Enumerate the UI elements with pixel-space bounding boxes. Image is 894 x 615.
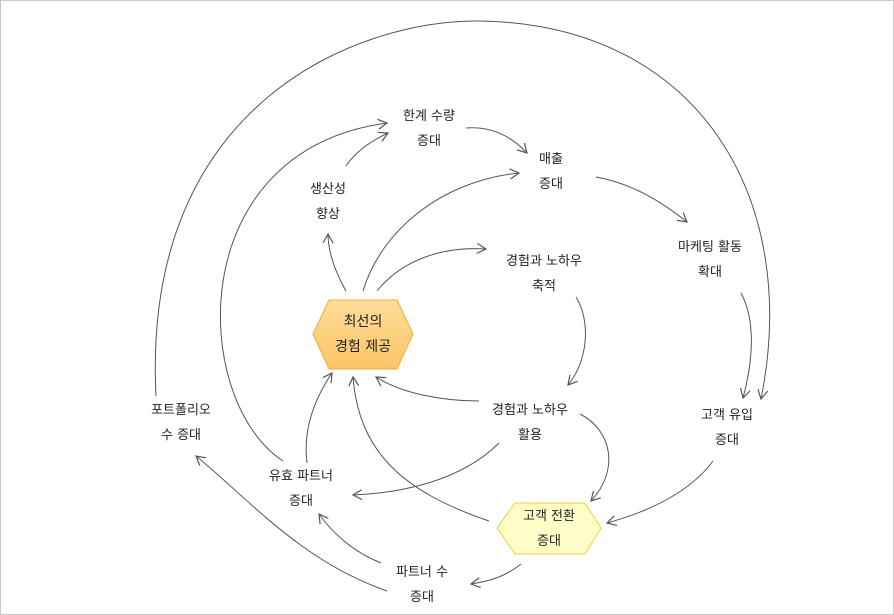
- node-line: 한계 수량: [403, 109, 455, 124]
- node-line: 향상: [316, 207, 340, 222]
- node-line: 증대: [410, 590, 434, 605]
- arrow-marketing-to-inflow: [739, 292, 752, 400]
- arrow-accum-to-use: [567, 296, 586, 386]
- arrow-partnercnt-to-portfolio: [195, 455, 388, 592]
- node-line: 수 증대: [160, 428, 201, 443]
- core-hexagon[interactable]: [312, 299, 414, 370]
- arrow-portfolio-to-inflow: [154, 20, 771, 401]
- arrow-limit-to-sales: [465, 127, 528, 154]
- node-line: 증대: [417, 134, 441, 149]
- node-line: 경험 제공: [335, 339, 391, 355]
- arrow-sales-to-marketing: [595, 176, 688, 223]
- node-line: 축적: [532, 279, 556, 294]
- node-line: 고객 유입: [701, 408, 753, 423]
- arrow-conversion-to-partnercnt: [469, 563, 522, 589]
- node-line: 활용: [518, 428, 542, 443]
- node-line: 경험과 노하우: [506, 254, 582, 269]
- arrow-core-to-productivity: [322, 232, 347, 292]
- arrow-use-to-core: [374, 376, 480, 402]
- node-line: 포트폴리오: [151, 403, 211, 418]
- node-line: 증대: [289, 494, 313, 509]
- arrow-partnercnt-to-effpartner: [318, 512, 382, 564]
- node-line: 고객 전환: [523, 509, 575, 524]
- arrow-core-to-sales: [362, 168, 521, 292]
- arrow-conversion-to-core: [348, 375, 490, 522]
- node-line: 확대: [698, 265, 722, 280]
- node-line: 경험과 노하우: [492, 403, 568, 418]
- node-line: 파트너 수: [396, 565, 448, 580]
- arrow-use-to-conversion: [579, 413, 610, 502]
- node-line: 생산성: [310, 182, 346, 197]
- node-line: 유효 파트너: [269, 469, 333, 484]
- conversion-hexagon[interactable]: [496, 502, 602, 555]
- node-line: 마케팅 활동: [678, 240, 742, 255]
- arrow-effpartner-to-core: [305, 371, 333, 464]
- node-line: 매출: [539, 152, 563, 167]
- node-line: 증대: [537, 534, 561, 549]
- node-line: 최선의: [343, 314, 383, 330]
- arrow-partner-to-limit: [219, 118, 389, 462]
- node-line: 증대: [539, 177, 563, 192]
- arrow-core-to-accum: [376, 242, 488, 292]
- arrow-productivity-to-limit: [345, 131, 390, 167]
- arrow-use-to-effpartner: [351, 442, 500, 501]
- node-line: 증대: [715, 433, 739, 448]
- arrow-inflow-to-conversion: [605, 460, 714, 527]
